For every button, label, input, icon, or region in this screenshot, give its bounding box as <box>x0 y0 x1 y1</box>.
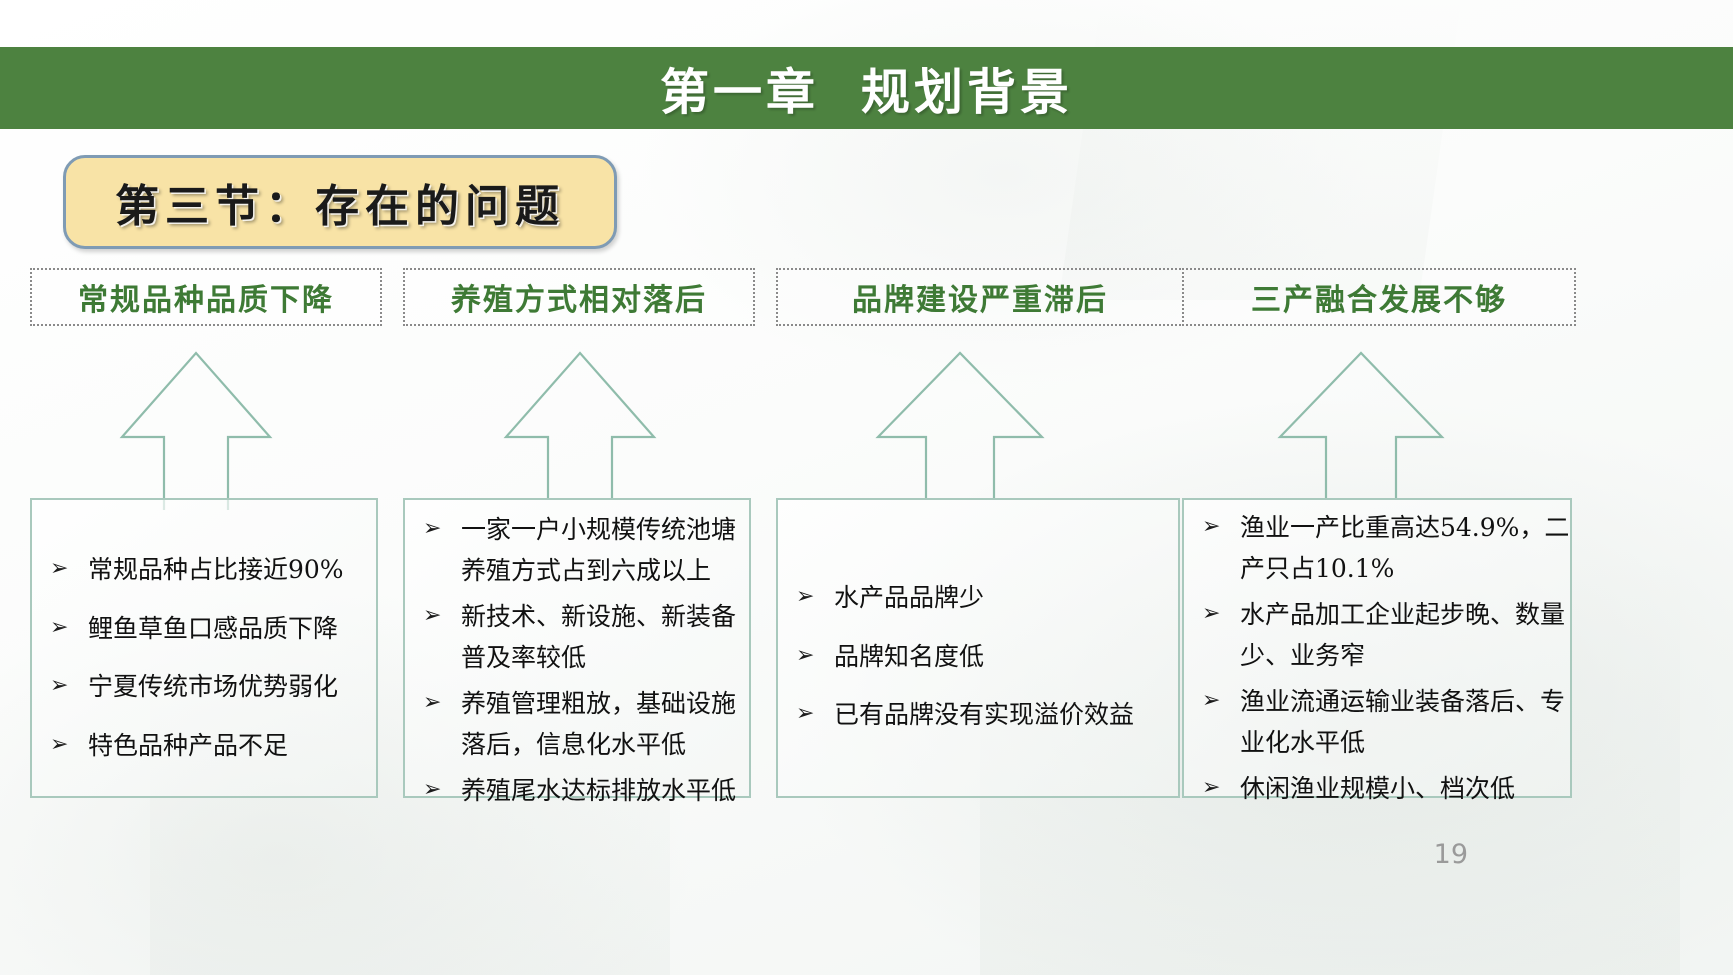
bullet-arrow-icon: ➢ <box>423 516 442 541</box>
column-header-3: 品牌建设严重滞后 <box>776 268 1184 326</box>
bullet-arrow-icon: ➢ <box>796 701 815 726</box>
list-item-text: 宁夏传统市场优势弱化 <box>88 672 339 701</box>
section-chip: 第三节：存在的问题 <box>63 155 617 249</box>
column-header-4-label: 三产融合发展不够 <box>1251 283 1507 318</box>
bullet-arrow-icon: ➢ <box>423 777 442 802</box>
list-item-text: 鲤鱼草鱼口感品质下降 <box>88 613 339 643</box>
slide-title: 第一章 规划背景 <box>659 63 1074 121</box>
list-item: ➢ 一家一户小规模传统池塘养殖方式占到六成以上 <box>405 510 749 591</box>
list-item: ➢ 新技术、新设施、新装备普及率较低 <box>405 597 749 678</box>
page-number: 19 <box>1433 839 1468 870</box>
arrow-up-icon <box>875 351 1045 500</box>
bullet-arrow-icon: ➢ <box>50 556 69 581</box>
content-list-2: ➢ 一家一户小规模传统池塘养殖方式占到六成以上 ➢ 新技术、新设施、新装备普及率较低… <box>405 510 749 818</box>
list-item: ➢ 养殖管理粗放，基础设施落后，信息化水平低 <box>405 684 749 765</box>
list-item-text: 养殖尾水达标排放水平低 <box>461 776 737 805</box>
list-item-text: 常规品种占比接近90% <box>88 555 344 584</box>
arrow-up-1 <box>116 345 276 510</box>
bullet-arrow-icon: ➢ <box>796 584 815 609</box>
content-box-2: ➢ 一家一户小规模传统池塘养殖方式占到六成以上 ➢ 新技术、新设施、新装备普及率较低… <box>403 498 751 805</box>
list-item: ➢ 水产品加工企业起步晚、数量少、业务窄 <box>1184 595 1570 676</box>
content-box-1: ➢ 常规品种占比接近90% ➢ 鲤鱼草鱼口感品质下降 ➢ 宁夏传统市场优势弱化 ➢ 特色… <box>30 498 378 798</box>
arrow-up-icon <box>503 351 657 500</box>
list-item: ➢ 特色品种产品不足 <box>32 726 376 767</box>
list-item: ➢ 鲤鱼草鱼口感品质下降 <box>32 609 376 650</box>
bullet-arrow-icon: ➢ <box>423 603 442 628</box>
content-box-3: ➢ 水产品品牌少 ➢ 品牌知名度低 ➢ 已有品牌没有实现溢价效益 <box>776 498 1180 798</box>
bullet-arrow-icon: ➢ <box>1202 775 1221 800</box>
bullet-arrow-icon: ➢ <box>50 673 69 698</box>
content-list-3: ➢ 水产品品牌少 ➢ 品牌知名度低 ➢ 已有品牌没有实现溢价效益 <box>778 578 1178 754</box>
column-header-2-label: 养殖方式相对落后 <box>451 283 707 318</box>
list-item: ➢ 养殖尾水达标排放水平低 <box>405 771 749 812</box>
arrow-up-2 <box>500 345 660 500</box>
column-header-2: 养殖方式相对落后 <box>403 268 755 326</box>
arrow-up-3 <box>870 345 1050 500</box>
bullet-arrow-icon: ➢ <box>796 642 815 668</box>
column-header-1-label: 常规品种品质下降 <box>78 283 334 318</box>
slide-title-bar: 第一章 规划背景 <box>0 47 1733 129</box>
bullet-arrow-icon: ➢ <box>423 690 442 715</box>
list-item: ➢ 宁夏传统市场优势弱化 <box>32 667 376 708</box>
list-item: ➢ 品牌知名度低 <box>778 637 1178 678</box>
list-item-text: 渔业一产比重高达54.9%，二产只占10.1% <box>1240 513 1570 583</box>
list-item: ➢ 渔业一产比重高达54.9%，二产只占10.1% <box>1184 508 1570 589</box>
list-item-text: 休闲渔业规模小、档次低 <box>1240 774 1516 803</box>
list-item-text: 养殖管理粗放，基础设施落后，信息化水平低 <box>461 689 737 759</box>
section-chip-label: 第三节：存在的问题 <box>115 181 565 232</box>
bullet-arrow-icon: ➢ <box>50 731 69 757</box>
content-list-1: ➢ 常规品种占比接近90% ➢ 鲤鱼草鱼口感品质下降 ➢ 宁夏传统市场优势弱化 ➢ 特色… <box>32 550 376 784</box>
arrow-up-icon <box>119 351 273 510</box>
list-item: ➢ 水产品品牌少 <box>778 578 1178 619</box>
list-item-text: 新技术、新设施、新装备普及率较低 <box>461 602 737 672</box>
list-item-text: 水产品品牌少 <box>834 583 985 612</box>
column-header-4: 三产融合发展不够 <box>1182 268 1576 326</box>
bullet-arrow-icon: ➢ <box>1202 601 1221 626</box>
content-box-4: ➢ 渔业一产比重高达54.9%，二产只占10.1% ➢ 水产品加工企业起步晚、数量少… <box>1182 498 1572 803</box>
list-item: ➢ 渔业流通运输业装备落后、专业化水平低 <box>1184 682 1570 763</box>
background-watermark <box>1058 0 1462 300</box>
list-item-text: 已有品牌没有实现溢价效益 <box>834 700 1135 729</box>
list-item-text: 品牌知名度低 <box>834 641 985 671</box>
list-item-text: 水产品加工企业起步晚、数量少、业务窄 <box>1240 600 1566 670</box>
list-item-text: 渔业流通运输业装备落后、专业化水平低 <box>1240 687 1566 757</box>
bullet-arrow-icon: ➢ <box>1202 514 1221 539</box>
arrow-up-icon <box>1277 351 1445 500</box>
column-header-3-label: 品牌建设严重滞后 <box>852 283 1108 318</box>
list-item-text: 特色品种产品不足 <box>88 730 289 760</box>
content-list-4: ➢ 渔业一产比重高达54.9%，二产只占10.1% ➢ 水产品加工企业起步晚、数量少… <box>1184 508 1570 816</box>
list-item: ➢ 休闲渔业规模小、档次低 <box>1184 769 1570 810</box>
bullet-arrow-icon: ➢ <box>50 614 69 640</box>
list-item-text: 一家一户小规模传统池塘养殖方式占到六成以上 <box>461 515 737 585</box>
list-item: ➢ 常规品种占比接近90% <box>32 550 376 591</box>
bullet-arrow-icon: ➢ <box>1202 688 1221 713</box>
list-item: ➢ 已有品牌没有实现溢价效益 <box>778 695 1178 736</box>
column-header-1: 常规品种品质下降 <box>30 268 382 326</box>
arrow-up-4 <box>1272 345 1450 500</box>
